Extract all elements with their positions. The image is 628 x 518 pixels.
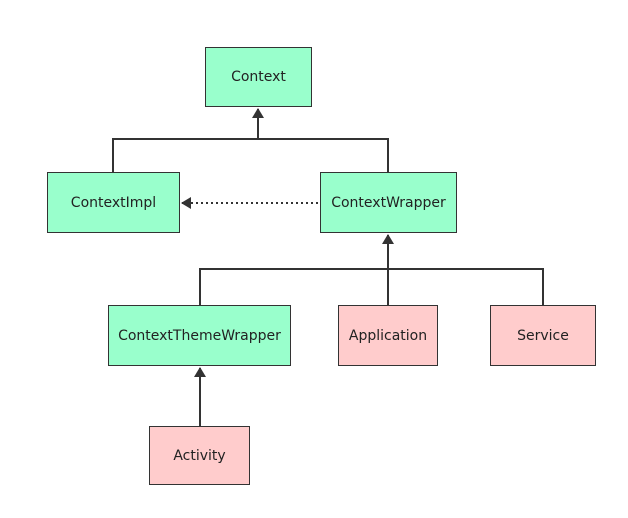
node-context-label: Context xyxy=(231,69,286,85)
node-activity: Activity xyxy=(149,426,250,485)
node-service-label: Service xyxy=(517,327,569,344)
node-activity-label: Activity xyxy=(173,447,226,464)
edge-contextimpl-to-context xyxy=(112,138,258,172)
node-contextwrapper: ContextWrapper xyxy=(320,172,457,233)
node-contextimpl-label: ContextImpl xyxy=(70,194,157,211)
edge-contextwrapper-to-context xyxy=(258,138,389,172)
node-service: Service xyxy=(490,305,596,366)
node-context: Context xyxy=(205,47,312,107)
edge-service-to-contextwrapper xyxy=(388,268,544,305)
node-contextimpl: ContextImpl xyxy=(47,172,180,233)
node-application-label: Application xyxy=(348,327,428,344)
node-contextwrapper-label: ContextWrapper xyxy=(331,194,446,211)
node-contextthemewrapper: ContextThemeWrapper xyxy=(108,305,291,366)
edge-contextthemewrapper-to-contextwrapper xyxy=(199,268,388,305)
node-contextthemewrapper-label: ContextThemeWrapper xyxy=(118,327,281,344)
node-application: Application xyxy=(338,305,438,366)
